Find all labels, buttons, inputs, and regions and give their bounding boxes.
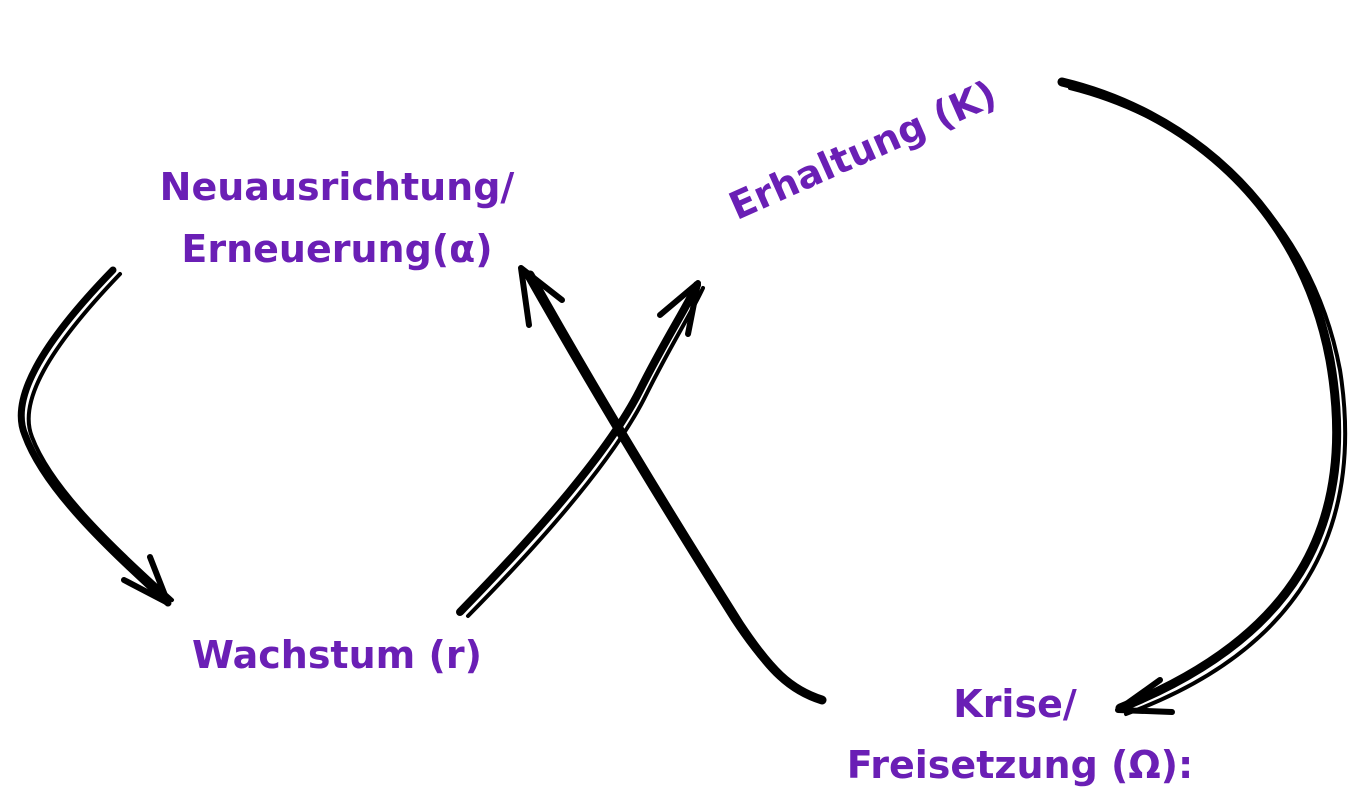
growth-label: Wachstum (r) (192, 633, 482, 677)
arrow-renewal-to-growth (17, 266, 174, 607)
crisis-label-line1: Krise/ (953, 682, 1077, 726)
renewal-label-line1: Neuausrichtung/ (160, 165, 515, 209)
node-renewal: Neuausrichtung/ Erneuerung(α) (160, 165, 515, 271)
arrow-growth-to-preservation (456, 280, 705, 618)
node-growth: Wachstum (r) (192, 633, 482, 677)
renewal-label-line2: Erneuerung(α) (181, 227, 492, 271)
preservation-label: Erhaltung (K) (723, 72, 1003, 229)
crisis-label-line2: Freisetzung (Ω): (847, 743, 1194, 787)
node-crisis: Krise/ Freisetzung (Ω): (847, 682, 1194, 787)
arrow-crisis-to-renewal (518, 265, 827, 705)
arrow-preservation-to-crisis (1057, 77, 1348, 716)
node-preservation: Erhaltung (K) (723, 72, 1003, 229)
